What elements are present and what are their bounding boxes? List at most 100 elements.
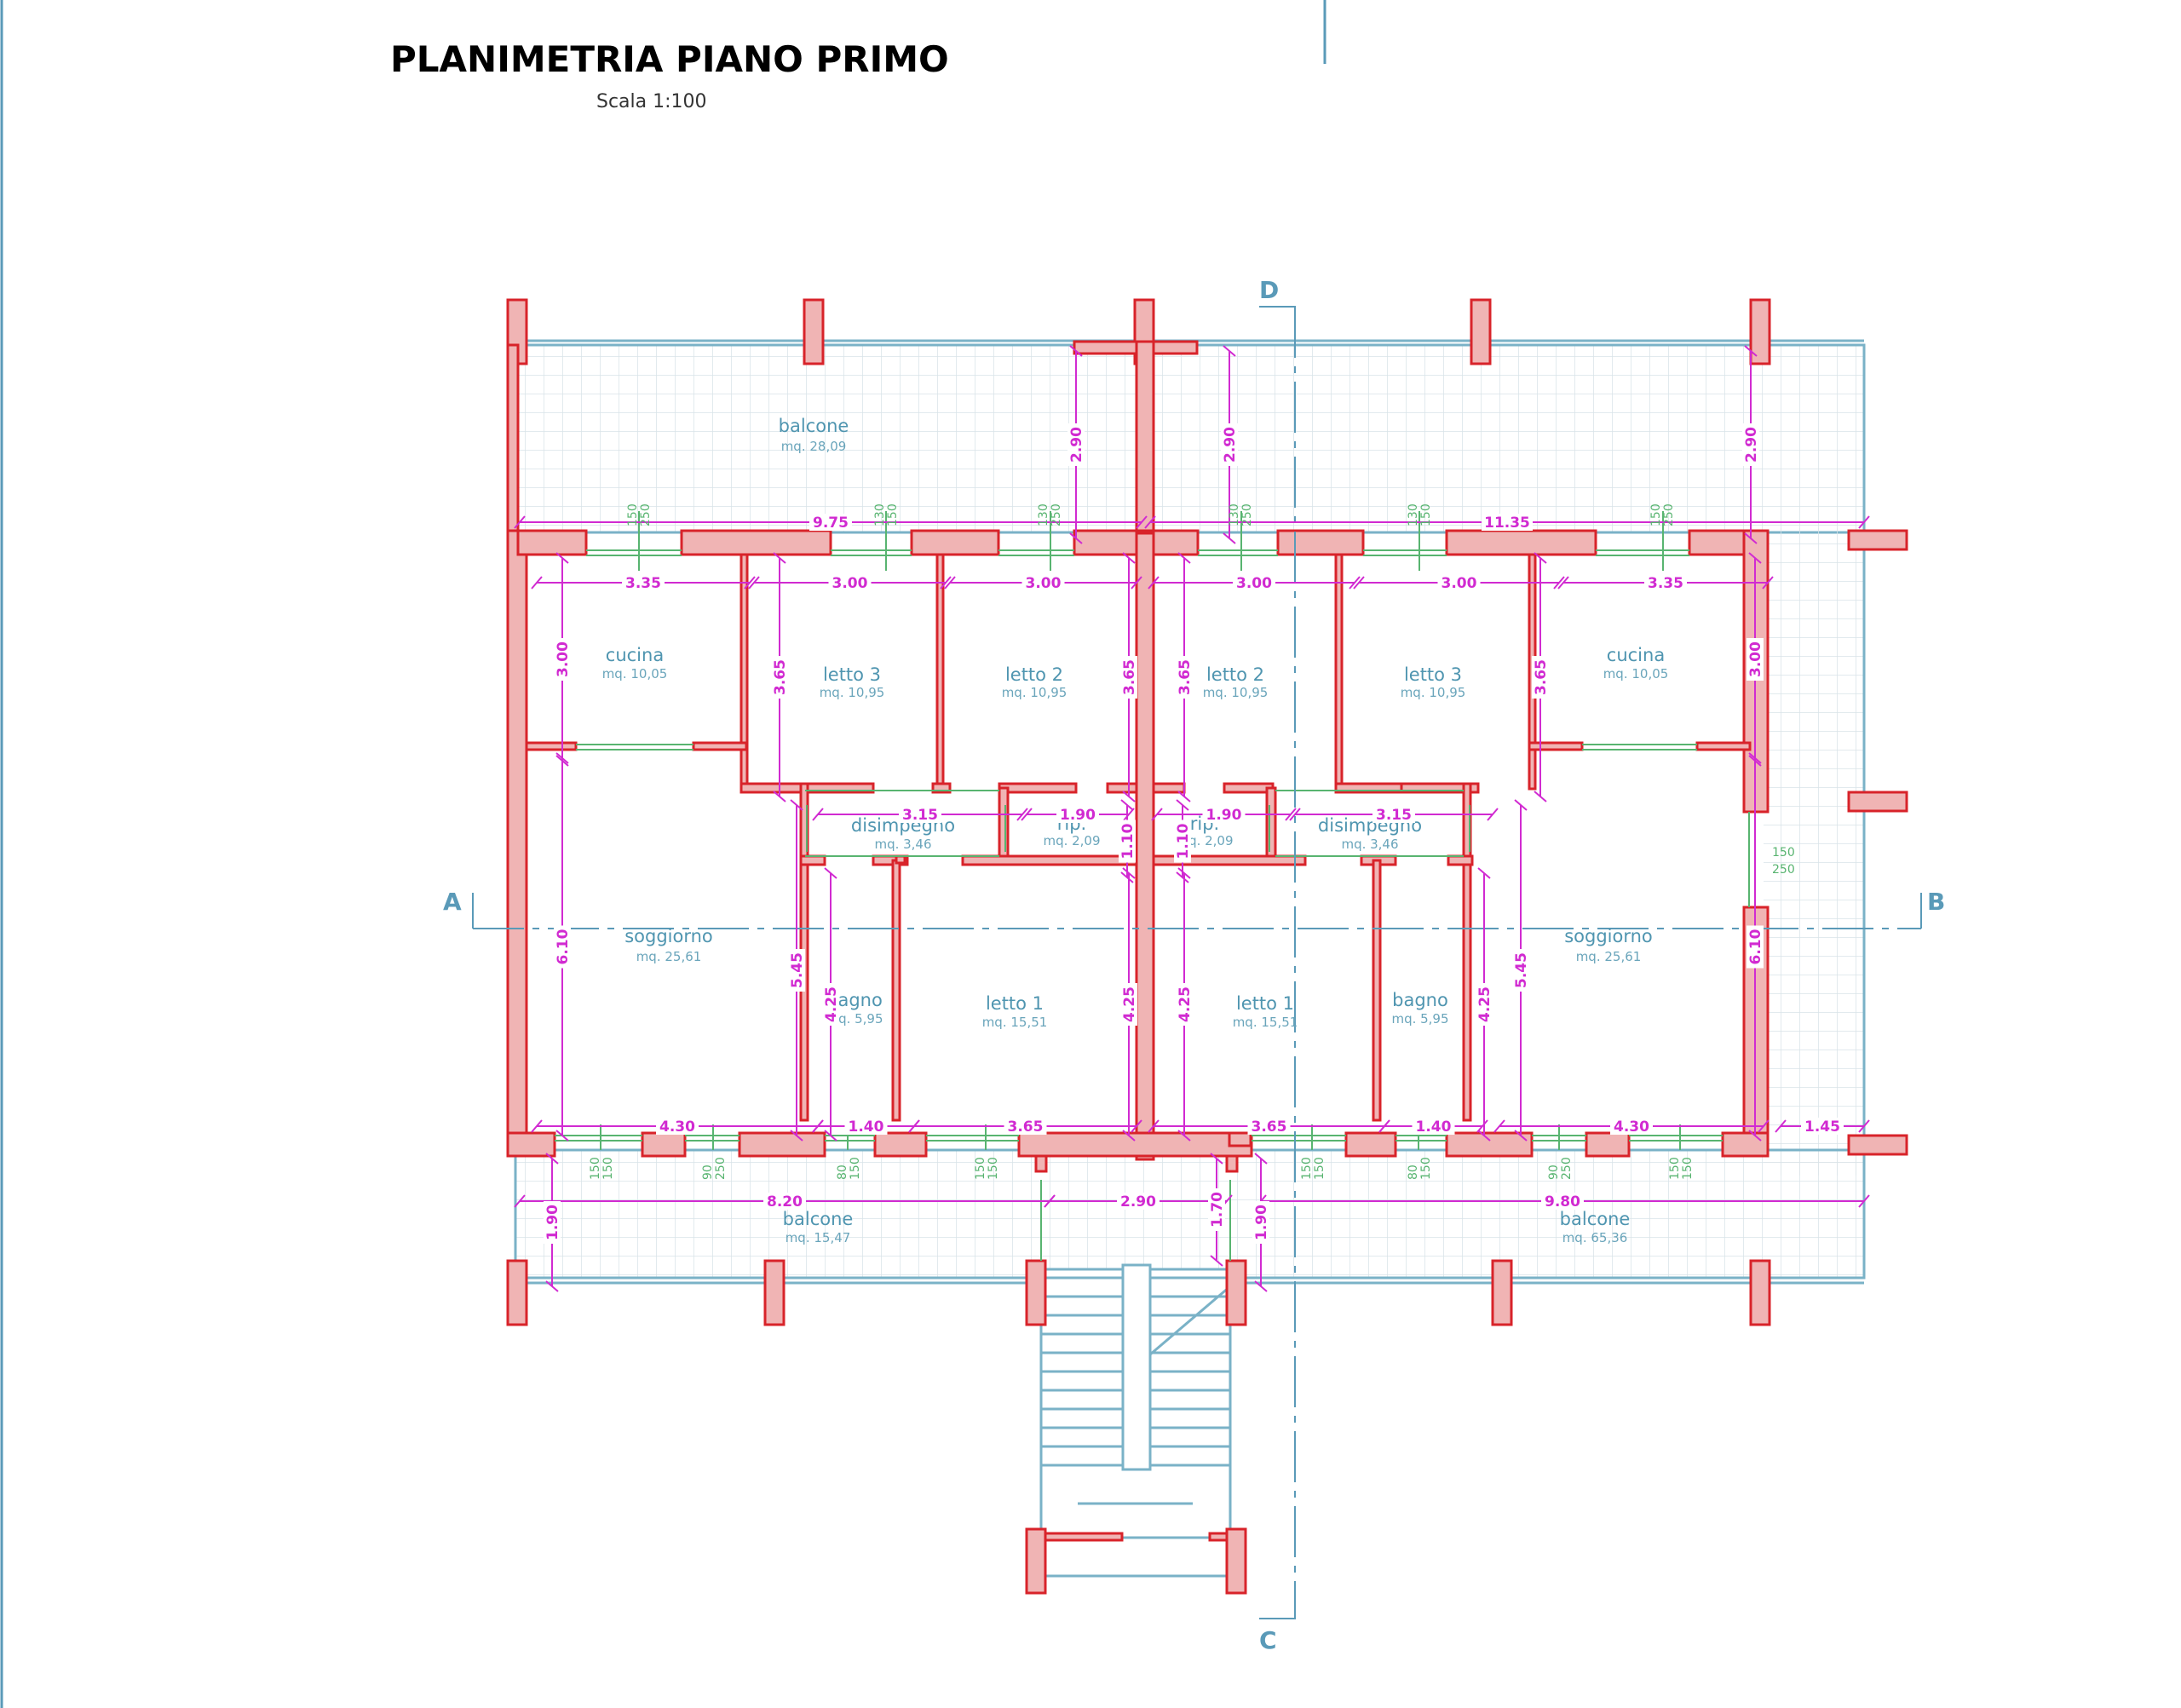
dimension-tick — [1349, 576, 1361, 589]
wall-segment — [641, 1131, 687, 1158]
dimension-label-bg — [1476, 983, 1493, 1026]
dimension-tick — [1044, 1194, 1056, 1208]
dimension-tick — [1514, 799, 1528, 811]
wall-segment — [998, 782, 1078, 794]
room-balcone-bottom-right-area: mq. 65,36 — [1562, 1230, 1628, 1245]
window-label: 130 — [1228, 503, 1241, 526]
dimension-tick — [531, 576, 543, 589]
room-soggiorno-left-name: soggiorno — [624, 926, 713, 946]
dimension-tick — [555, 1130, 569, 1142]
dimension-tick — [1177, 1130, 1191, 1142]
dimension-tick — [1122, 552, 1136, 564]
window-label: 250 — [714, 1157, 728, 1180]
wall-segment — [895, 854, 906, 865]
dimension-label: 1.45 — [1804, 1119, 1840, 1136]
window-label: 250 — [639, 503, 653, 526]
dimension-tick — [514, 1194, 526, 1208]
section-mark-c-bracket — [1259, 1584, 1296, 1619]
dimension-label-bg — [1742, 423, 1759, 466]
wall-segment — [680, 529, 832, 556]
dimension-label: 8.20 — [767, 1193, 803, 1211]
wall-segment — [763, 1259, 786, 1326]
dimension-tick — [940, 576, 952, 589]
dimension-tick — [1223, 532, 1236, 544]
dimension-label-bg — [1482, 514, 1533, 531]
dimension-label-bg — [1120, 656, 1137, 699]
dimension-tick — [1534, 552, 1547, 564]
dimension-tick — [1744, 345, 1758, 357]
room-cucina-left-name: cucina — [606, 645, 664, 665]
dimension-label: 3.00 — [1442, 575, 1477, 592]
dimension-tick — [1122, 791, 1136, 802]
wall-segment — [891, 859, 901, 1122]
dimension-tick — [555, 552, 569, 564]
dimension-tick — [1748, 552, 1762, 564]
room-letto2-left-area: mq. 10,95 — [1002, 685, 1067, 700]
dimension-label: 4.25 — [1121, 986, 1138, 1022]
dimension-tick — [773, 552, 786, 564]
window-label: 150 — [886, 503, 900, 526]
dimension-label-bg — [1202, 806, 1246, 823]
dimension-label: 3.15 — [1376, 807, 1412, 824]
wall-segment — [1334, 553, 1344, 791]
dimension-tick — [1553, 576, 1565, 589]
dimension-label-bg — [822, 983, 839, 1026]
room-soggiorno-right-name: soggiorno — [1564, 926, 1653, 946]
room-balcone-bottom-right-name: balcone — [1560, 1209, 1631, 1229]
wall-segment — [1695, 741, 1752, 751]
wall-segment — [1445, 1131, 1534, 1158]
dimension-tick — [1353, 576, 1365, 589]
dimension-label: 3.65 — [1008, 1119, 1044, 1136]
dimension-tick — [1775, 1119, 1787, 1133]
dimension-label-bg — [656, 1118, 699, 1135]
wall-segment — [1044, 1532, 1124, 1542]
wall-segment — [1228, 1131, 1252, 1147]
window-label: 150 — [1300, 1157, 1314, 1180]
dimension-label: 3.00 — [1747, 641, 1764, 677]
dimension-label-bg — [1747, 638, 1764, 681]
wall-segment — [1265, 786, 1277, 862]
wall-segment — [1223, 782, 1275, 794]
wall-segment — [1152, 782, 1186, 794]
window-label: 150 — [589, 1157, 602, 1180]
dimension-label: 2.90 — [1068, 427, 1085, 463]
dimension-tick — [1210, 1255, 1223, 1267]
wall-segment — [1372, 859, 1382, 1122]
dimension-tick — [1016, 808, 1028, 821]
dimension-tick — [1176, 871, 1189, 883]
room-disimpegno-right-area: mq. 3,46 — [1341, 837, 1398, 852]
wall-segment — [1400, 782, 1480, 794]
dimension-tick — [812, 808, 824, 821]
wall-segment — [506, 529, 528, 1154]
dimension-label: 3.65 — [1252, 1119, 1287, 1136]
wall-segment — [692, 741, 748, 751]
dimension-label-bg — [1437, 574, 1481, 591]
dimension-tick — [1131, 1119, 1142, 1133]
room-letto3-right-name: letto 3 — [1404, 664, 1462, 685]
stair-break-line — [1149, 1285, 1231, 1356]
dimension-tick — [1487, 808, 1499, 821]
dimension-tick — [824, 1130, 837, 1142]
dimension-tick — [1122, 1130, 1136, 1142]
dimension-tick — [773, 791, 786, 802]
dimension-tick — [545, 1153, 559, 1165]
wall-segment — [739, 553, 749, 791]
dimension-tick — [1148, 1119, 1160, 1133]
dimension-label-bg — [763, 1193, 806, 1210]
room-balcone-top-name: balcone — [779, 416, 849, 436]
dimension-tick — [1477, 1130, 1491, 1142]
wall-segment — [1447, 854, 1474, 866]
dimension-tick — [1289, 808, 1301, 821]
window-label: 150 — [626, 503, 640, 526]
dimension-tick — [1514, 1130, 1528, 1142]
dimension-label: 3.00 — [1236, 575, 1272, 592]
dimension-tick — [944, 576, 956, 589]
dimension-label: 4.25 — [1476, 986, 1493, 1022]
dimension-label: 3.65 — [1533, 659, 1550, 695]
dimension-label: 5.45 — [789, 952, 806, 988]
wall-segment — [1847, 791, 1908, 813]
dimension-label-bg — [1004, 1118, 1047, 1135]
dimension-label-bg — [828, 574, 872, 591]
